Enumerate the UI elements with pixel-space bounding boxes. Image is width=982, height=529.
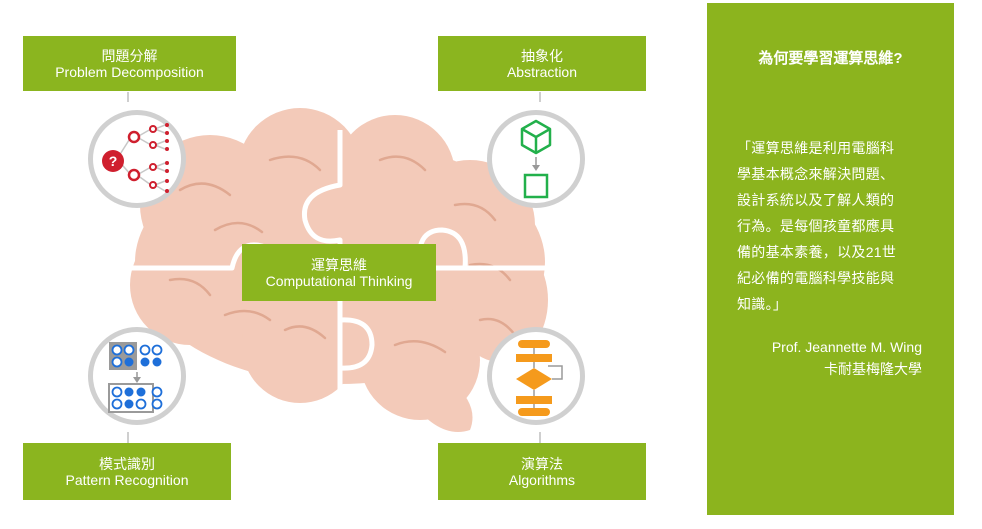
label-problem-decomposition: 問題分解 Problem Decomposition <box>23 36 236 91</box>
quote-line: 行為。是每個孩童都應具 <box>737 218 895 234</box>
cube-to-square-icon <box>520 119 552 199</box>
decomposition-en: Problem Decomposition <box>55 63 204 80</box>
question-mark: ? <box>109 153 118 169</box>
algorithms-en: Algorithms <box>508 471 576 488</box>
label-computational-thinking: 運算思維 Computational Thinking <box>242 244 436 301</box>
abstraction-en: Abstraction <box>506 63 578 80</box>
quote-line: 知識。」 <box>737 296 788 312</box>
label-algorithms: 演算法 Algorithms <box>438 443 646 500</box>
panel-title: 為何要學習運算思維? <box>758 50 903 67</box>
quote-line: 學基本概念來解決問題、 <box>737 166 895 182</box>
quote-text: 「運算思維是利用電腦科 學基本概念來解決問題、 設計系統以及了解人類的 行為。是… <box>737 135 927 317</box>
algorithms-zh: 演算法 <box>521 455 563 472</box>
label-pattern-recognition: 模式識別 Pattern Recognition <box>23 443 231 500</box>
center-en: Computational Thinking <box>265 272 413 289</box>
decomposition-tree-icon: ? <box>102 123 169 193</box>
pattern-circle <box>88 327 186 425</box>
quote-panel: 為何要學習運算思維? 「運算思維是利用電腦科 學基本概念來解決問題、 設計系統以… <box>707 3 954 515</box>
center-zh: 運算思維 <box>311 256 367 273</box>
brain-illustration <box>127 92 548 443</box>
label-abstraction: 抽象化 Abstraction <box>438 36 646 91</box>
quote-line: 「運算思維是利用電腦科 <box>737 140 895 156</box>
quote-attribution: Prof. Jeannette M. Wing 卡耐基梅隆大學 <box>772 336 922 380</box>
decomposition-circle: ? <box>88 110 186 208</box>
author-affiliation: 卡耐基梅隆大學 <box>824 361 922 377</box>
pattern-grid-icon <box>108 342 163 413</box>
algorithms-circle <box>487 327 585 425</box>
quote-line: 紀必備的電腦科學技能與 <box>737 270 895 286</box>
flowchart-icon <box>516 340 563 416</box>
quote-line: 設計系統以及了解人類的 <box>737 192 895 208</box>
pattern-en: Pattern Recognition <box>65 471 189 488</box>
abstraction-circle <box>487 110 585 208</box>
label-connectors <box>127 92 541 443</box>
quote-line: 備的基本素養，以及21世 <box>737 244 897 260</box>
computational-thinking-diagram: 問題分解 Problem Decomposition 抽象化 Abstracti… <box>23 36 646 500</box>
abstraction-zh: 抽象化 <box>521 47 563 64</box>
author-name: Prof. Jeannette M. Wing <box>771 339 922 355</box>
pattern-zh: 模式識別 <box>99 455 155 472</box>
decomposition-zh: 問題分解 <box>101 47 158 64</box>
